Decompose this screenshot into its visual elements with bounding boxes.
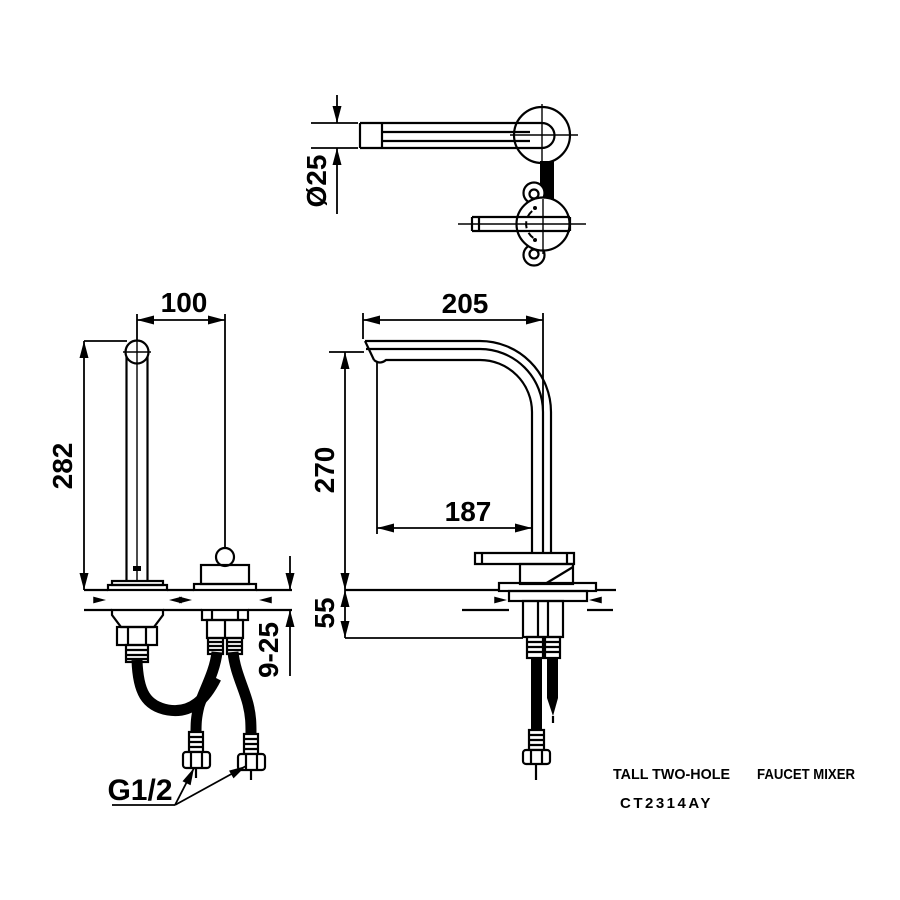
g12-callout: G1/2 <box>107 762 249 807</box>
deck-section-front <box>345 588 616 612</box>
supply-hoses-front <box>521 635 562 780</box>
deck-section-side <box>84 588 292 612</box>
base-locknut <box>507 589 589 603</box>
product-name-part2: FAUCET MIXER <box>757 766 855 783</box>
spout-under-deck-body <box>110 608 165 629</box>
spout-outlet-face <box>364 340 375 361</box>
body-front <box>518 562 575 586</box>
spout-set-screw <box>133 566 141 571</box>
dimension-height-270: 270 <box>309 351 364 590</box>
dimension-height-282: 282 <box>47 340 127 590</box>
handle-plan-outline <box>458 161 586 267</box>
g12-nut-front <box>521 748 552 766</box>
dimension-reach-205: 205 <box>362 288 544 412</box>
threaded-shank <box>521 599 565 639</box>
supply-hoses-side <box>131 651 267 780</box>
dimension-spread-100: 100 <box>136 287 226 548</box>
dimension-deck-thickness: 9-25 <box>253 556 295 678</box>
dimension-clearance-55: 55 <box>309 590 523 639</box>
mixer-locknut <box>200 608 250 622</box>
handle-rotation-arc <box>525 209 534 239</box>
mixer-top-knob <box>214 546 236 568</box>
hose-front-long <box>531 658 542 730</box>
inlet-hose-left <box>190 651 223 735</box>
mixer-column-side <box>192 546 258 656</box>
dimension-reach-187: 187 <box>376 362 532 534</box>
dim-label-column-height: 282 <box>47 443 78 490</box>
dim-label-clearance: 55 <box>309 597 340 628</box>
lever-handle-front <box>473 551 576 566</box>
dim-label-reach-inner: 187 <box>445 496 492 527</box>
spout-plan-outline <box>358 104 578 165</box>
dim-label-reach-overall: 205 <box>442 288 489 319</box>
inlet-hose-right <box>227 651 257 735</box>
side-view: 100 282 <box>47 287 295 807</box>
title-block: TALL TWO-HOLE FAUCET MIXER CT2314AY <box>613 766 855 812</box>
dim-label-deck-thickness: 9-25 <box>253 622 284 678</box>
spout-column-side <box>106 339 169 664</box>
product-name-part1: TALL TWO-HOLE <box>613 766 730 783</box>
dim-label-spout-diameter: Ø25 <box>301 155 332 208</box>
gooseneck-spout <box>364 339 553 553</box>
faucet-body-front <box>473 551 598 639</box>
dim-label-outlet-height: 270 <box>309 447 340 494</box>
front-view: 205 270 187 <box>309 288 616 780</box>
label-inlet-thread: G1/2 <box>107 774 172 807</box>
dim-label-spread: 100 <box>161 287 208 318</box>
product-model-code: CT2314AY <box>620 795 713 812</box>
g12-nut-left <box>181 750 212 770</box>
mixer-body <box>199 563 251 586</box>
dimension-spout-diameter: Ø25 <box>301 95 358 214</box>
top-plan-view: Ø25 <box>301 95 586 267</box>
spout-mounting-nut <box>115 625 159 647</box>
hose-front-short <box>547 658 558 698</box>
